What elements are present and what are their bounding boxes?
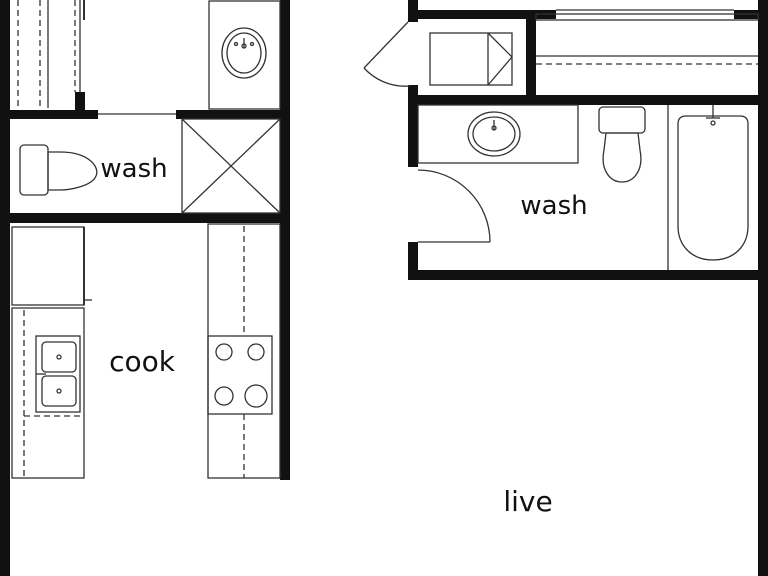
room-label-wash-right: wash	[520, 191, 587, 221]
top-bath-wall-left	[10, 110, 98, 119]
entry-door-leaf	[363, 21, 409, 69]
burner	[247, 343, 265, 361]
right-outer-wall	[758, 0, 768, 576]
burner	[244, 384, 268, 408]
left-outer-wall	[0, 0, 10, 576]
room-label-wash-left: wash	[100, 154, 167, 184]
burner	[215, 343, 233, 361]
top-bath-wall-right	[176, 110, 280, 119]
bath-live-wall	[408, 270, 760, 280]
entry-door-swing	[363, 67, 411, 87]
burner	[214, 386, 234, 406]
sink-drain	[56, 354, 62, 360]
sink-basin	[467, 111, 521, 157]
sink-bowl	[472, 116, 516, 152]
sink-drain	[56, 388, 62, 394]
sink-bowl	[226, 32, 262, 74]
sink-bowl-upper	[41, 341, 77, 373]
right-unit-top-wall	[408, 10, 556, 19]
toilet-bowl	[47, 151, 98, 191]
tub-drain	[710, 120, 716, 126]
range	[207, 335, 273, 415]
right-wash-fixtures	[417, 104, 749, 270]
room-label-cook: cook	[109, 345, 176, 378]
right-unit-wall-bottom	[408, 242, 418, 280]
right-closets	[363, 9, 759, 87]
faucet-knob	[233, 41, 239, 47]
closet-bath-wall	[408, 95, 760, 105]
wash-cook-wall	[10, 213, 280, 223]
shower-stall	[181, 118, 281, 214]
left-wash-fixtures	[19, 118, 281, 214]
vanity-counter	[208, 0, 281, 110]
bath-door-swing	[417, 169, 491, 243]
left-counter	[11, 307, 85, 479]
closet-divider-wall	[526, 10, 536, 100]
room-label-live: live	[503, 485, 552, 518]
sink-bowl-lower	[41, 375, 77, 407]
vanity-counter	[417, 104, 579, 164]
top-bath	[17, 0, 281, 115]
washer-line	[487, 56, 513, 86]
sink-basin	[221, 27, 267, 79]
washer-dryer	[429, 32, 513, 86]
shower-cross	[181, 118, 281, 214]
kitchen-fixtures	[11, 223, 281, 479]
closet-track	[535, 13, 759, 21]
right-unit-wall-mid	[408, 85, 418, 167]
left-inner-wall	[280, 0, 290, 480]
faucet-knob	[249, 41, 255, 47]
washer-line	[487, 32, 513, 58]
wall-stub	[75, 92, 85, 112]
toilet-bowl	[602, 132, 642, 183]
bathtub	[677, 115, 749, 261]
